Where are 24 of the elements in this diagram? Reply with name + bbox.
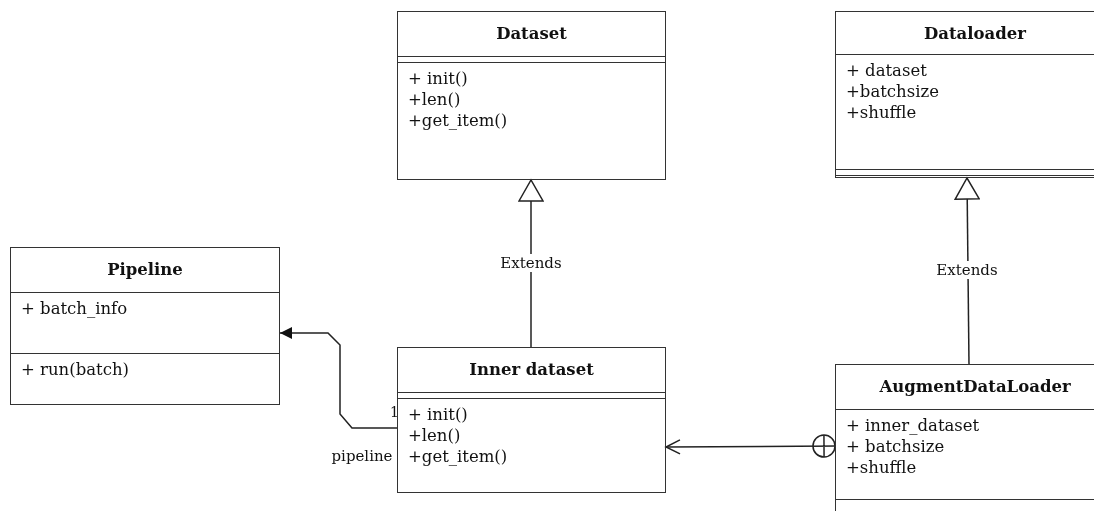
class-box	[10, 247, 280, 405]
method-list: + init() +len() +get_item()	[408, 68, 520, 131]
attribute-list: + dataset +batchsize +shuffle	[846, 60, 958, 123]
edge-label: Extends	[934, 261, 1000, 279]
method-list: + init() +len() +get_item()	[408, 404, 520, 467]
edge-label: Extends	[498, 254, 564, 272]
class-name: Pipeline	[106, 259, 184, 280]
arrow	[279, 327, 398, 429]
multiplicity-label: 1	[390, 403, 399, 421]
edge-label: pipeline	[329, 447, 395, 465]
class-name: AugmentDataLoader	[878, 376, 1072, 397]
class-name: Inner dataset	[468, 359, 595, 380]
attribute-list: + batch_info	[21, 298, 221, 319]
inheritance-arrow	[954, 177, 980, 365]
class-name: Dataset	[495, 23, 568, 44]
attribute-list: + inner_dataset + batchsize +shuffle	[846, 415, 996, 478]
method-list: + run(batch)	[21, 359, 221, 380]
arrow	[665, 434, 836, 458]
class-box	[835, 364, 1094, 511]
class-box	[397, 11, 666, 180]
class-box	[835, 11, 1094, 178]
inheritance-arrow	[518, 179, 544, 348]
class-box	[397, 347, 666, 493]
class-name: Dataloader	[923, 23, 1027, 44]
